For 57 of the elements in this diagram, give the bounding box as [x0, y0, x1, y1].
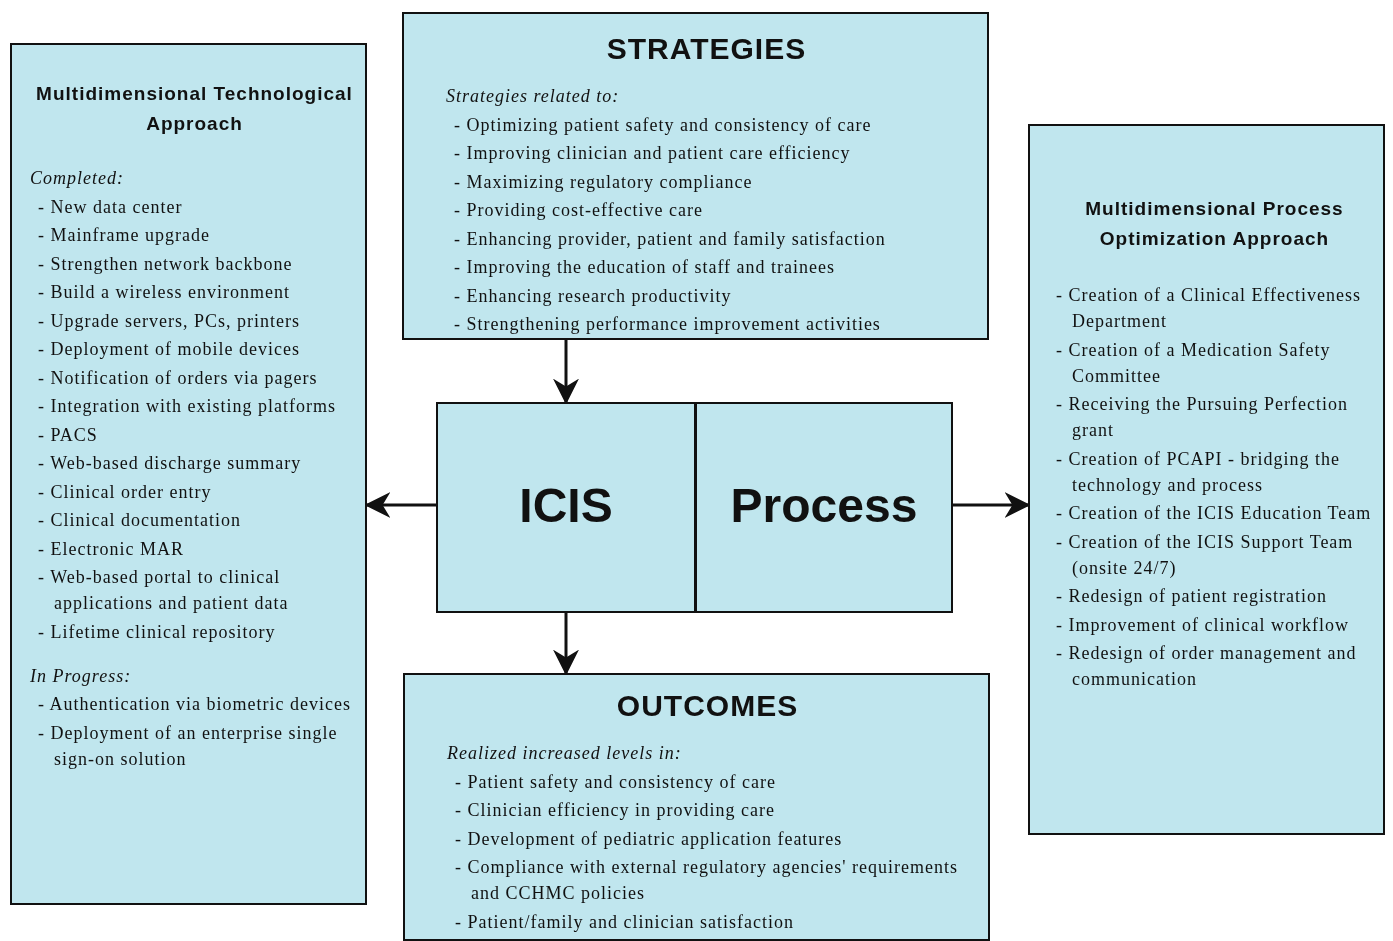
list-item: - Deployment of mobile devices	[37, 338, 301, 361]
panel-heading: Multidimensional Technological Approach	[35, 82, 354, 136]
text-panel	[403, 673, 990, 941]
panel-heading: Multidimensional Process Optimization Approach	[1084, 197, 1345, 251]
list-item: - Strengthening performance improvement activities	[453, 313, 882, 336]
list-item: - Upgrade servers, PCs, printers	[37, 309, 301, 333]
list-item: - Authentication via biometric devices	[37, 693, 352, 716]
list-item: - Optimizing patient safety and consistency of care	[453, 113, 873, 137]
box-title: ICIS	[519, 478, 613, 535]
process-box	[695, 402, 953, 613]
list-item: - Clinical documentation	[37, 509, 242, 532]
text-panel	[402, 12, 989, 340]
list-item: - Strengthen network backbone	[37, 252, 294, 276]
list-item: - Creation of PCAPI - bridging the technology and process	[1055, 447, 1341, 497]
list-item: - Creation of the ICIS Education Team	[1055, 502, 1373, 525]
list-item: - Enhancing research productivity	[453, 284, 733, 308]
list-item: - Notification of orders via pagers	[37, 366, 319, 390]
list-item: - Creation of the ICIS Support Team (onsite 24/7)	[1055, 530, 1355, 580]
text-panel	[1028, 124, 1385, 835]
list-item: - Redesign of patient registration	[1055, 585, 1328, 608]
list-item: - Web-based portal to clinical applications and patient data	[37, 566, 290, 615]
section-heading: Realized increased levels in:	[447, 742, 683, 765]
list-item: - Mainframe upgrade	[37, 224, 211, 247]
list-item: - Redesign of order management and communication	[1055, 642, 1358, 691]
list-item: - Providing cost-effective care	[453, 199, 705, 222]
list-item: - Improvement of clinical workflow	[1055, 613, 1350, 637]
process-box	[436, 402, 696, 613]
list-item: - New data center	[37, 195, 184, 219]
list-item: - Lifetime clinical repository	[37, 620, 277, 644]
list-item: - Patient safety and consistency of care	[454, 770, 777, 794]
list-item: - Clinician efficiency in providing care	[454, 799, 777, 822]
section-heading: Strategies related to:	[446, 85, 621, 108]
list-item: - Development of pediatric application features	[454, 827, 844, 851]
list-item: - Integration with existing platforms	[37, 395, 337, 418]
list-item: - Compliance with external regulatory agencies' requirements and CCHMC policies	[454, 856, 960, 905]
list-item: - Patient/family and clinician satisfaction	[454, 910, 795, 934]
text-panel	[10, 43, 367, 905]
list-item: - PACS	[37, 423, 99, 447]
arrow	[553, 613, 579, 676]
section-heading: In Progress:	[30, 664, 133, 688]
panel-heading: STRATEGIES	[605, 31, 808, 67]
arrow	[553, 340, 579, 405]
list-item: - Improving clinician and patient care efficiency	[453, 142, 852, 165]
list-item: - Improving the education of staff and trainees	[453, 256, 837, 279]
list-item: - Maximizing regulatory compliance	[453, 170, 754, 194]
panel-heading: OUTCOMES	[615, 688, 800, 724]
section-heading: Completed:	[30, 167, 125, 190]
list-item: - Deployment of an enterprise single sign-on solution	[37, 721, 339, 771]
box-title: Process	[730, 478, 918, 535]
list-item: - Creation of a Clinical Effectiveness Department	[1055, 284, 1363, 333]
list-item: - Electronic MAR	[37, 537, 185, 561]
list-item: - Clinical order entry	[37, 480, 213, 504]
list-item: - Enhancing provider, patient and family satisfaction	[453, 227, 887, 251]
list-item: - Web-based discharge summary	[37, 452, 303, 475]
list-item: - Creation of a Medication Safety Committee	[1055, 338, 1332, 388]
list-item: - Build a wireless environment	[37, 281, 291, 304]
list-item: - Receiving the Pursuing Perfection grant	[1055, 393, 1349, 442]
